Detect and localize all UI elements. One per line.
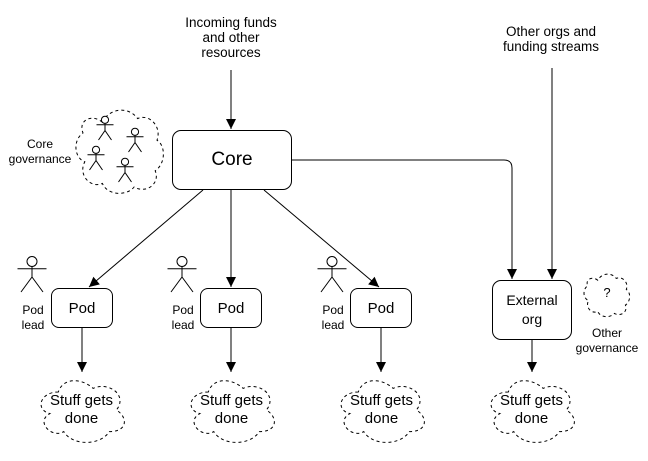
- pod-lead-person-icon: [17, 256, 47, 293]
- other-orgs-label: Other orgs and funding streams: [502, 24, 600, 54]
- pod-lead-person-icon: [317, 256, 347, 293]
- edge-core-to-external-org: [292, 159, 517, 279]
- pod-node-1: Pod: [51, 288, 113, 328]
- external-org-node: External org: [492, 280, 572, 340]
- outcome-text-1: Stuff gets done: [49, 392, 114, 427]
- outcome-text-2: Stuff gets done: [199, 392, 264, 427]
- pod-lead-label-3: Pod lead: [321, 303, 345, 332]
- pod-node-2: Pod: [200, 288, 262, 328]
- edge-core-to-pod-1: [88, 189, 204, 288]
- question-mark-text: ?: [603, 285, 611, 300]
- incoming-funds-label: Incoming funds and other resources: [185, 15, 277, 60]
- pod-node-3: Pod: [350, 288, 412, 328]
- pod-lead-label-1: Pod lead: [21, 303, 45, 332]
- core-node: Core: [172, 130, 292, 190]
- outcome-text-4: Stuff gets done: [499, 392, 564, 427]
- pod-lead-person-icon: [167, 256, 197, 293]
- pod-lead-label-2: Pod lead: [171, 303, 195, 332]
- other-governance-label: Other governance: [575, 326, 639, 355]
- edge-core-to-pod-3: [263, 189, 380, 288]
- outcome-text-3: Stuff gets done: [349, 392, 414, 427]
- core-governance-label: Core governance: [8, 137, 72, 166]
